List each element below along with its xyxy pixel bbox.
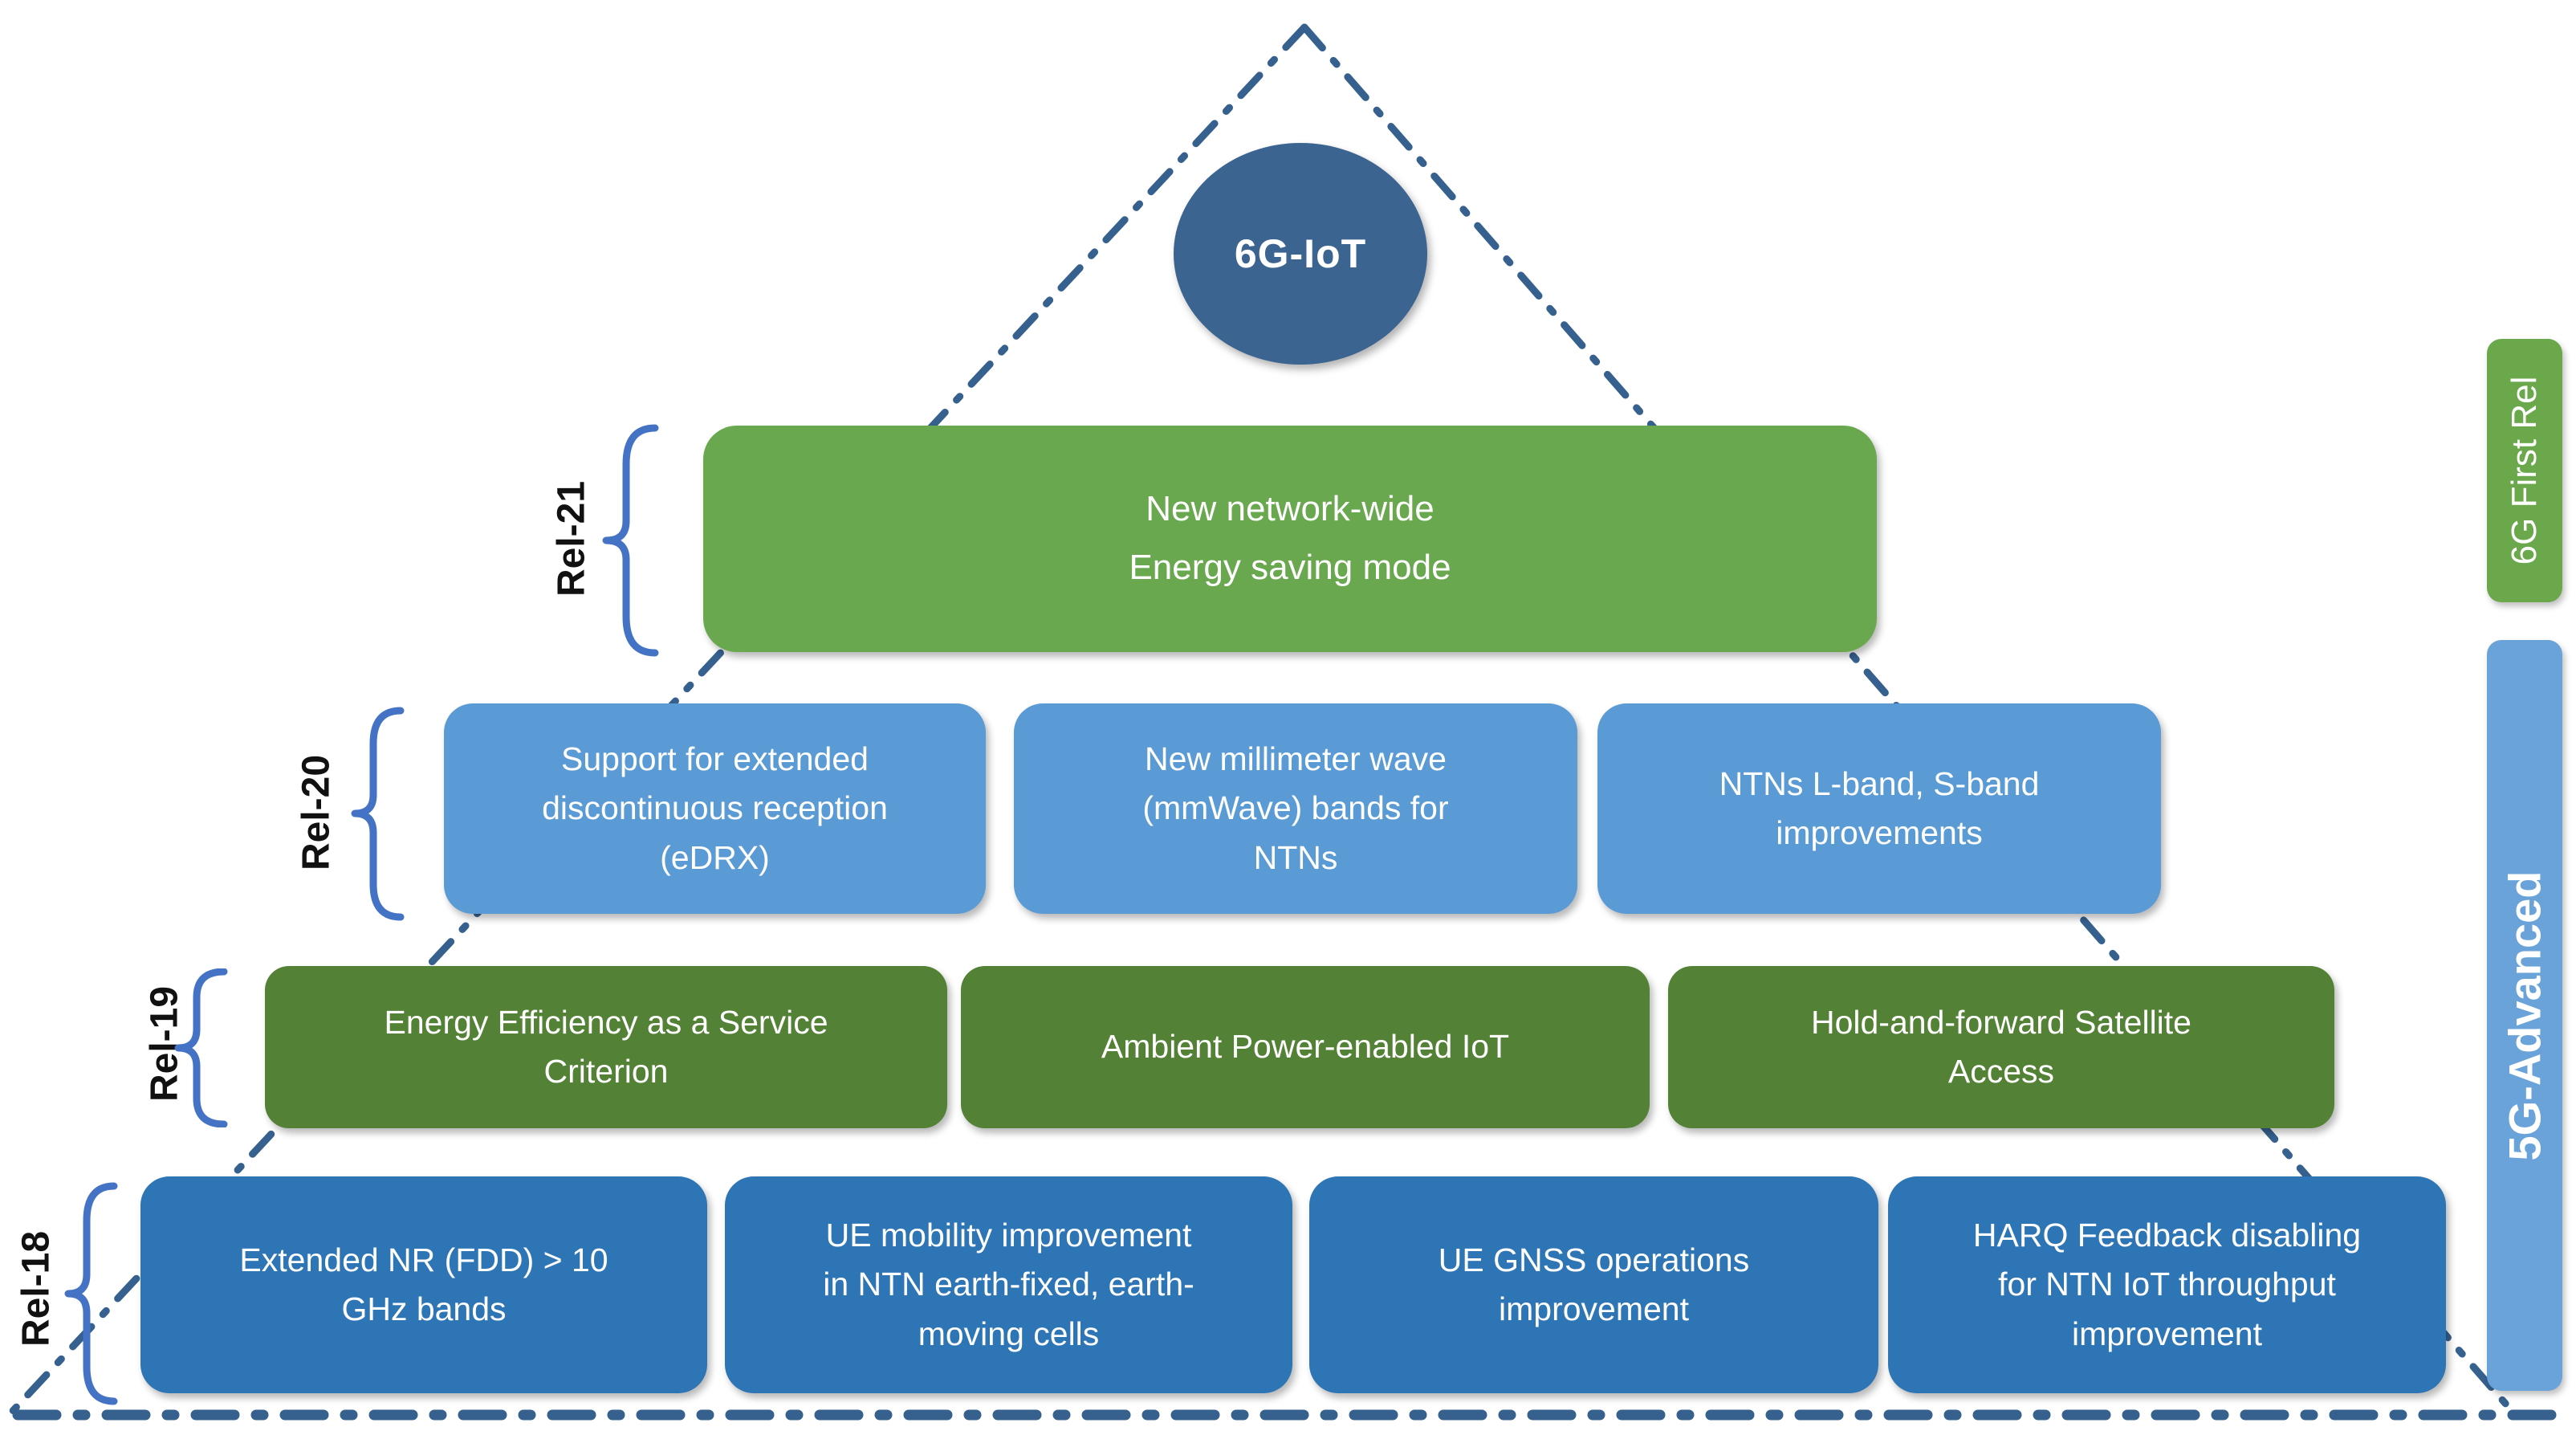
side-bar-6g-first-rel: 6G First Rel (2487, 339, 2562, 602)
rel-18-box-harq-feedback: HARQ Feedback disabling for NTN IoT thro… (1888, 1176, 2446, 1393)
rel-18-box-ue-gnss: UE GNSS operations improvement (1309, 1176, 1878, 1393)
6g-iot-circle: 6G-IoT (1174, 143, 1427, 365)
rel-21-box-energy-saving-mode: New network-wide Energy saving mode (703, 426, 1877, 652)
rel-19-box-energy-efficiency: Energy Efficiency as a Service Criterion (265, 966, 947, 1128)
rel-18-box-ue-mobility: UE mobility improvement in NTN earth-fix… (725, 1176, 1292, 1393)
rel-20-box-mmwave-ntn: New millimeter wave (mmWave) bands for N… (1014, 703, 1577, 914)
rel-20-box-ntn-lband-sband: NTNs L-band, S-band improvements (1597, 703, 2161, 914)
rel-20-row-label: Rel-20 (295, 754, 338, 871)
rel-19-brace (174, 968, 228, 1127)
rel-18-box-extended-nr-fdd: Extended NR (FDD) > 10 GHz bands (140, 1176, 707, 1393)
side-bar-5g-advanced-label: 5G-Advanced (2499, 870, 2550, 1160)
rel-20-brace (351, 707, 405, 921)
rel-21-brace (602, 424, 659, 657)
6g-iot-circle-label: 6G-IoT (1234, 231, 1367, 276)
side-bar-5g-advanced: 5G-Advanced (2487, 640, 2562, 1391)
rel-18-row-label: Rel-18 (14, 1230, 58, 1347)
rel-19-box-ambient-power-iot: Ambient Power-enabled IoT (961, 966, 1650, 1128)
side-bar-6g-first-rel-label: 6G First Rel (2505, 376, 2544, 565)
rel-20-box-edrx: Support for extended discontinuous recep… (444, 703, 986, 914)
rel-21-row-label: Rel-21 (550, 480, 593, 597)
rel-18-brace (64, 1182, 118, 1405)
rel-19-box-hold-and-forward: Hold-and-forward Satellite Access (1668, 966, 2334, 1128)
